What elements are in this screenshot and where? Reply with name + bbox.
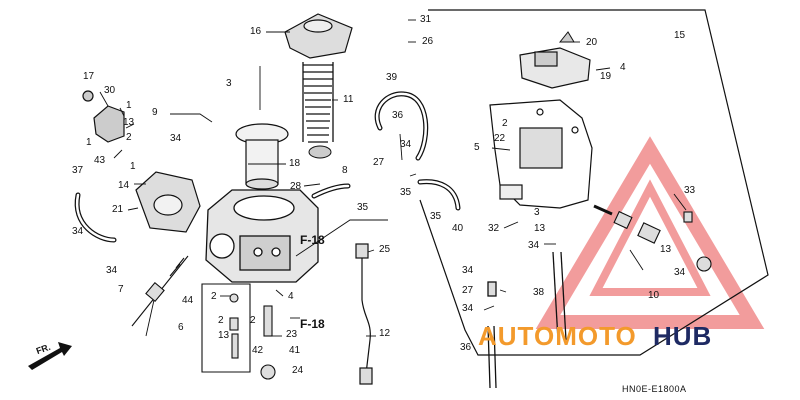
callout-26: 26 bbox=[422, 36, 434, 47]
callout-22: 22 bbox=[494, 133, 506, 144]
callout-43: 43 bbox=[94, 155, 106, 166]
callout-20: 20 bbox=[586, 37, 598, 48]
carburetor-body bbox=[205, 189, 319, 283]
callout-2e: 2 bbox=[502, 118, 508, 129]
callout-17: 17 bbox=[83, 71, 95, 82]
callout-28: 27 bbox=[373, 157, 385, 168]
callout-3a: 3 bbox=[226, 78, 232, 89]
callout-18: 18 bbox=[289, 158, 301, 169]
callout-34g: 34 bbox=[462, 265, 474, 276]
front-arrow-icon bbox=[28, 342, 72, 370]
callout-25: 25 bbox=[379, 244, 391, 255]
jet-needle-holder bbox=[308, 145, 332, 159]
callout-34f: 34 bbox=[674, 267, 686, 278]
callout-37: 37 bbox=[72, 165, 84, 176]
callout-35c: 35 bbox=[430, 211, 442, 222]
callout-34e: 34 bbox=[528, 240, 540, 251]
callout-40: 40 bbox=[452, 223, 464, 234]
callout-13c: 13 bbox=[534, 223, 546, 234]
callout-2a: 2 bbox=[126, 132, 132, 143]
callout-5: 5 bbox=[474, 142, 480, 153]
watermark-logo bbox=[535, 136, 765, 329]
watermark-text-left: AUTOMOTO bbox=[478, 321, 637, 351]
callout-2c: 2 bbox=[218, 315, 224, 326]
watermark-text-right: HUB bbox=[653, 321, 713, 351]
callout-38: 38 bbox=[533, 287, 545, 298]
callout-1c: 1 bbox=[130, 161, 136, 172]
callout-13b: 13 bbox=[218, 330, 230, 341]
callout-32: 32 bbox=[488, 223, 500, 234]
callout-35b: 35 bbox=[400, 187, 412, 198]
reference-f18-b: F-18 bbox=[300, 317, 325, 331]
choke-components bbox=[593, 204, 712, 272]
spring bbox=[302, 62, 334, 143]
group-frame-15 bbox=[419, 9, 769, 356]
hoses-inner bbox=[75, 92, 460, 242]
callout-35a: 35 bbox=[357, 202, 369, 213]
callout-34h: 34 bbox=[462, 303, 474, 314]
callout-33: 33 bbox=[684, 185, 696, 196]
pump-cover bbox=[135, 171, 201, 233]
callout-44: 44 bbox=[182, 295, 194, 306]
callout-41: 41 bbox=[289, 345, 301, 356]
needle-valve bbox=[558, 31, 575, 43]
callout-2f: 3 bbox=[534, 207, 540, 218]
jet-assembly bbox=[201, 283, 276, 380]
callout-13a: 13 bbox=[123, 117, 135, 128]
callout-1b: 1 bbox=[86, 137, 92, 148]
callout-34d: 34 bbox=[400, 139, 412, 150]
reference-f18-a: F-18 bbox=[300, 233, 325, 247]
callout-6: 6 bbox=[178, 322, 184, 333]
callout-7: 7 bbox=[118, 284, 124, 295]
callout-34b: 34 bbox=[106, 265, 118, 276]
callout-10: 10 bbox=[648, 290, 660, 301]
callout-15: 15 bbox=[674, 30, 686, 41]
callout-19: 19 bbox=[600, 71, 612, 82]
long-tubes bbox=[487, 251, 567, 389]
callout-2b: 2 bbox=[211, 291, 217, 302]
throttle-stop-screw bbox=[131, 255, 189, 327]
callout-24: 24 bbox=[292, 365, 304, 376]
callout-4: 4 bbox=[620, 62, 626, 73]
callout-36b: 36 bbox=[460, 342, 472, 353]
callout-13d: 13 bbox=[660, 244, 672, 255]
vacuum-piston bbox=[235, 123, 289, 190]
top-cover bbox=[284, 13, 353, 59]
callout-42: 42 bbox=[252, 345, 264, 356]
callout-9: 9 bbox=[152, 107, 158, 118]
diagram-code: HN0E-E1800A bbox=[622, 384, 687, 394]
callout-11: 11 bbox=[343, 94, 354, 105]
callout-34c: 34 bbox=[170, 133, 182, 144]
callout-27: 27 bbox=[462, 285, 474, 296]
callout-8: 8 bbox=[342, 165, 348, 176]
callout-2d: 2 bbox=[250, 315, 256, 326]
callout-31: 31 bbox=[420, 14, 432, 25]
float bbox=[519, 47, 591, 89]
float-chamber bbox=[489, 99, 593, 209]
callout-23: 23 bbox=[286, 329, 298, 340]
callout-16: 16 bbox=[250, 26, 262, 37]
leader-lines bbox=[99, 19, 687, 337]
callout-21: 21 bbox=[112, 204, 124, 215]
callout-30: 30 bbox=[104, 85, 116, 96]
drain-hose bbox=[355, 243, 373, 385]
callout-1a: 1 bbox=[126, 100, 132, 111]
callout-39: 39 bbox=[386, 72, 398, 83]
callout-12: 12 bbox=[379, 328, 391, 339]
callout-36a: 36 bbox=[392, 110, 404, 121]
callout-3b: 4 bbox=[288, 291, 294, 302]
callout-29: 28 bbox=[290, 181, 302, 192]
callout-34a: 34 bbox=[72, 226, 84, 237]
callout-14: 14 bbox=[118, 180, 130, 191]
